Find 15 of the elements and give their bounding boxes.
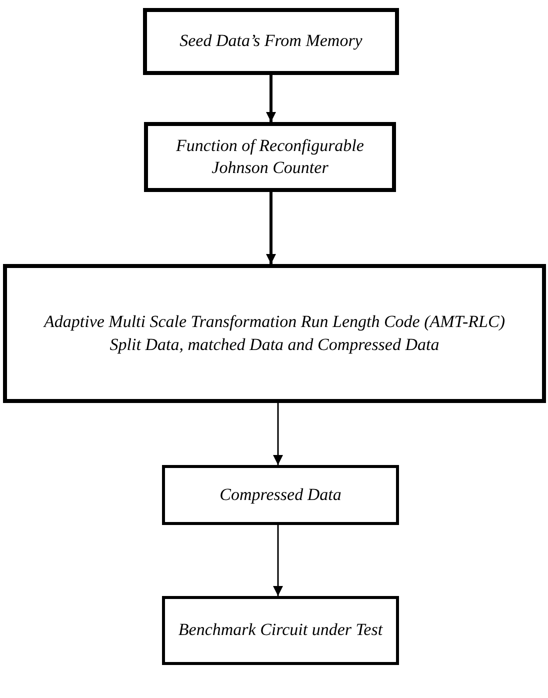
process-box: [162, 465, 399, 525]
arrow: [266, 192, 276, 264]
box-text: Split Data, matched Data and Compressed Data: [110, 334, 440, 356]
process-box: [144, 122, 396, 192]
box-text: Function of Reconfigurable Johnson Counter: [175, 134, 365, 179]
arrow: [273, 525, 283, 596]
arrow: [266, 75, 276, 122]
box-text: Seed Data’s From Memory: [180, 30, 362, 52]
box-text: Compressed Data: [220, 484, 342, 506]
process-box: [162, 596, 399, 665]
process-box: [143, 8, 399, 75]
box-text: Adaptive Multi Scale Transformation Run Length Code (AMT-RLC): [44, 311, 506, 334]
process-box: [3, 264, 546, 403]
box-text: Benchmark Circuit under Test: [178, 619, 383, 642]
arrow: [273, 403, 283, 465]
